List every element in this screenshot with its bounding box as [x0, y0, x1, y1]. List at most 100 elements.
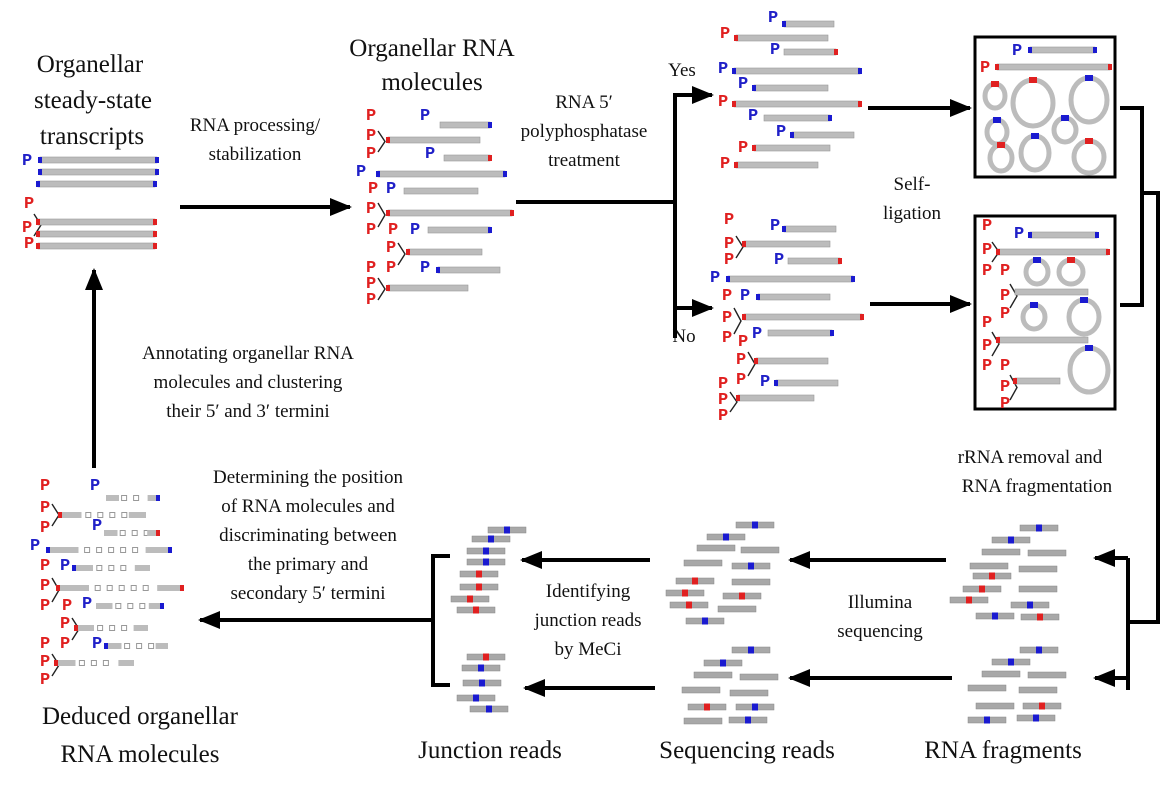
- sequencing-read: [1019, 524, 1059, 532]
- processing-step-label: RNA processing/ stabilization: [190, 115, 321, 165]
- strand-segment: [147, 495, 158, 501]
- sequencing-read: [975, 612, 1015, 620]
- circular-rna: [1051, 115, 1079, 145]
- five-prime-cap: [996, 337, 1000, 343]
- circular-rna: [1071, 138, 1107, 176]
- gap-marker: [109, 625, 116, 631]
- ligation-junction: [1033, 257, 1041, 263]
- three-prime-cap: [180, 585, 184, 591]
- phosphate-label: P: [1000, 262, 1010, 281]
- junction-marker: [682, 589, 688, 597]
- phosphate-label: P: [40, 557, 50, 576]
- three-prime-cap: [860, 314, 864, 320]
- junction-marker: [1039, 702, 1045, 710]
- rna-strand: [386, 209, 514, 217]
- gap-marker: [106, 585, 113, 591]
- three-prime-cap: [488, 155, 492, 161]
- circular-rna: [1020, 302, 1048, 332]
- strand-body: [783, 48, 837, 56]
- three-prime-cap: [155, 169, 159, 175]
- read-body: [681, 686, 721, 694]
- rna-strand: [443, 154, 492, 162]
- three-prime-cap: [851, 276, 855, 282]
- phosphate-label: P: [40, 519, 50, 538]
- rna-strand: [386, 284, 469, 292]
- read-body: [683, 717, 723, 725]
- junction-marker: [989, 572, 995, 580]
- five-prime-cap: [790, 132, 794, 138]
- sequencing-read: [962, 585, 1002, 593]
- phosphate-label: P: [720, 25, 730, 44]
- phosphate-label: P: [40, 635, 50, 654]
- junction-marker: [467, 595, 473, 603]
- strand-body: [443, 154, 491, 162]
- phosphate-label: P: [982, 241, 992, 260]
- gap-marker: [124, 643, 131, 649]
- sequencing-read: [665, 589, 705, 597]
- rna-strand: [736, 394, 815, 402]
- strand-body: [733, 67, 861, 75]
- read-body: [731, 578, 771, 586]
- five-prime-cap: [726, 276, 730, 282]
- three-prime-cap: [155, 157, 159, 163]
- strand-body: [37, 218, 156, 226]
- junction-marker: [483, 653, 489, 661]
- strand-body: [387, 284, 469, 292]
- triphosphate-bracket: [1009, 283, 1018, 309]
- sequencing-read: [1019, 646, 1059, 654]
- phosphate-label: P: [768, 9, 778, 28]
- ligation-junction: [1080, 297, 1088, 303]
- read-body: [1027, 671, 1067, 679]
- junction-marker: [473, 694, 479, 702]
- five-prime-cap: [54, 660, 58, 666]
- strand-body: [737, 394, 815, 402]
- ligation-junction: [1067, 257, 1075, 263]
- three-prime-cap: [153, 181, 157, 187]
- sequencing-read: [1022, 702, 1062, 710]
- rna-molecules-title: Organellar RNA molecules: [349, 35, 514, 96]
- phosphate-label: P: [368, 180, 378, 199]
- rrna-removal-step-label: rRNA removal and RNA fragmentation: [958, 447, 1113, 497]
- sequencing-read: [669, 601, 709, 609]
- rna-strand: [783, 48, 838, 56]
- self-ligation-label-line-2: ligation: [883, 203, 942, 224]
- rna-strand: [427, 226, 492, 234]
- junction-marker: [1036, 524, 1042, 532]
- phosphate-label: P: [718, 375, 728, 394]
- triphosphate-bracket: [1009, 374, 1018, 401]
- strand-body: [39, 168, 158, 176]
- sequencing-read: [981, 670, 1021, 678]
- junction-marker: [745, 716, 751, 724]
- five-prime-cap: [742, 314, 746, 320]
- ligation-junction: [1085, 345, 1093, 351]
- circular-rna: [1067, 345, 1111, 395]
- five-prime-cap: [1028, 232, 1032, 238]
- sequencing-read: [731, 578, 771, 586]
- rna-strand: [36, 218, 157, 226]
- sequencing-read: [1018, 565, 1058, 573]
- read-body: [975, 702, 1015, 710]
- strand-body: [997, 336, 1089, 344]
- phosphate-label: P: [386, 259, 396, 278]
- strand-body: [996, 63, 1111, 71]
- illumina-step-label: Illumina sequencing: [837, 592, 923, 642]
- phosphate-label: P: [366, 275, 376, 294]
- gap-marker: [102, 660, 109, 666]
- rna-strand: [787, 257, 842, 265]
- sequencing-read: [696, 544, 736, 552]
- phosphate-label: P: [738, 333, 748, 352]
- sequencing-read: [1020, 613, 1060, 621]
- five-prime-cap: [752, 145, 756, 151]
- phosphate-label: P: [40, 597, 50, 616]
- five-prime-cap: [38, 169, 42, 175]
- junction-marker: [476, 583, 482, 591]
- strand-body: [37, 242, 156, 250]
- strand-body: [753, 144, 831, 152]
- phosphate-label: P: [1000, 378, 1010, 397]
- determining-label-line-1: Determining the position: [213, 467, 403, 488]
- ligation-junction: [1030, 302, 1038, 308]
- junction-reads-title: Junction reads: [418, 737, 562, 764]
- phosphate-label: P: [982, 314, 992, 333]
- deduced-title-line-1: Deduced organellar: [42, 703, 239, 730]
- gap-marker: [148, 643, 155, 649]
